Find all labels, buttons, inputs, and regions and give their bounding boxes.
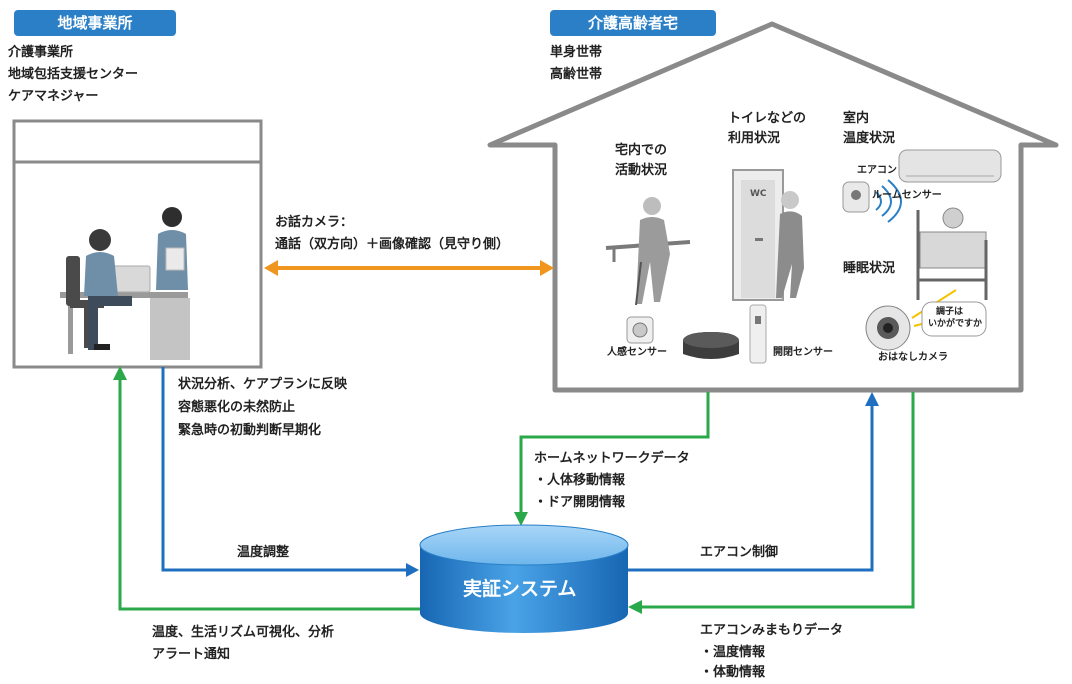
aircon-data-title: エアコンみまもりデータ bbox=[700, 623, 844, 638]
toilet-label: トイレなどの bbox=[728, 111, 807, 126]
office-type-line: 地域包括支援センター bbox=[8, 67, 139, 82]
aircon-control-arrow bbox=[628, 392, 879, 572]
elderly-home-badge: 介護高齢者宅 bbox=[550, 10, 716, 36]
speech-bubble-line: 調子は bbox=[936, 307, 964, 317]
household-line: 高齢世帯 bbox=[550, 67, 603, 82]
speech-bubble-line: いかがですか bbox=[928, 319, 983, 329]
temperature-label: 室内 bbox=[843, 111, 870, 126]
office-output-line: 容態悪化の未然防止 bbox=[178, 400, 296, 415]
talk-camera-label: おはなしカメラ bbox=[878, 352, 948, 363]
temp-adjust-label: 温度調整 bbox=[237, 545, 290, 560]
bed-illustration bbox=[916, 207, 988, 300]
toilet-label: 利用状況 bbox=[728, 131, 781, 146]
elderly-walker-illustration bbox=[605, 197, 691, 306]
aircon-illustration bbox=[898, 149, 1002, 183]
motion-sensor-label: 人感センサー bbox=[607, 347, 667, 358]
sleep-label: 睡眠状況 bbox=[843, 261, 896, 276]
visualization-line: 温度、生活リズム可視化、分析 bbox=[152, 625, 335, 640]
home-network-item: ・ドア開閉情報 bbox=[534, 495, 626, 510]
home-network-item: ・人体移動情報 bbox=[534, 473, 626, 488]
activity-label: 宅内での bbox=[615, 143, 668, 158]
home-network-title: ホームネットワークデータ bbox=[534, 451, 690, 466]
toilet-door-illustration bbox=[732, 169, 804, 364]
household-line: 単身世帯 bbox=[550, 45, 603, 60]
camera-link-title: お話カメラ： bbox=[275, 215, 354, 230]
camera-link-arrow bbox=[264, 260, 554, 276]
camera-link-description: 通話（双方向）＋画像確認（見守り側） bbox=[275, 237, 510, 252]
office-building bbox=[12, 119, 263, 369]
office-workers-illustration bbox=[60, 207, 190, 360]
aircon-data-item: ・温度情報 bbox=[700, 645, 766, 660]
visualization-line: アラート通知 bbox=[152, 647, 231, 662]
office-type-line: 介護事業所 bbox=[8, 45, 74, 60]
system-cylinder bbox=[419, 524, 629, 633]
office-output-line: 緊急時の初動判断早期化 bbox=[178, 423, 322, 438]
motion-sensor-illustration bbox=[626, 316, 654, 344]
temperature-label: 温度状況 bbox=[843, 131, 896, 146]
activity-label: 活動状況 bbox=[615, 163, 668, 178]
aircon-data-arrow bbox=[628, 392, 915, 614]
system-label: 実証システム bbox=[463, 578, 577, 600]
talk-camera-illustration bbox=[865, 289, 987, 351]
office-type-line: ケアマネジャー bbox=[8, 89, 99, 104]
room-sensor-illustration bbox=[842, 179, 902, 223]
room-sensor-label: ルームセンサー bbox=[872, 190, 942, 201]
aircon-label: エアコン bbox=[857, 165, 897, 176]
regional-office-badge: 地域事業所 bbox=[14, 10, 176, 36]
home-network-arrow bbox=[514, 392, 710, 526]
temp-adjust-arrow bbox=[161, 367, 419, 577]
aircon-control-label: エアコン制御 bbox=[700, 545, 779, 560]
wc-sign: WC bbox=[750, 189, 767, 199]
office-output-line: 状況分析、ケアプランに反映 bbox=[178, 377, 348, 392]
aircon-data-item: ・体動情報 bbox=[700, 665, 766, 680]
visualization-arrow bbox=[113, 366, 420, 611]
home-hub-illustration bbox=[683, 332, 739, 359]
door-sensor-label: 開閉センサー bbox=[773, 347, 833, 358]
